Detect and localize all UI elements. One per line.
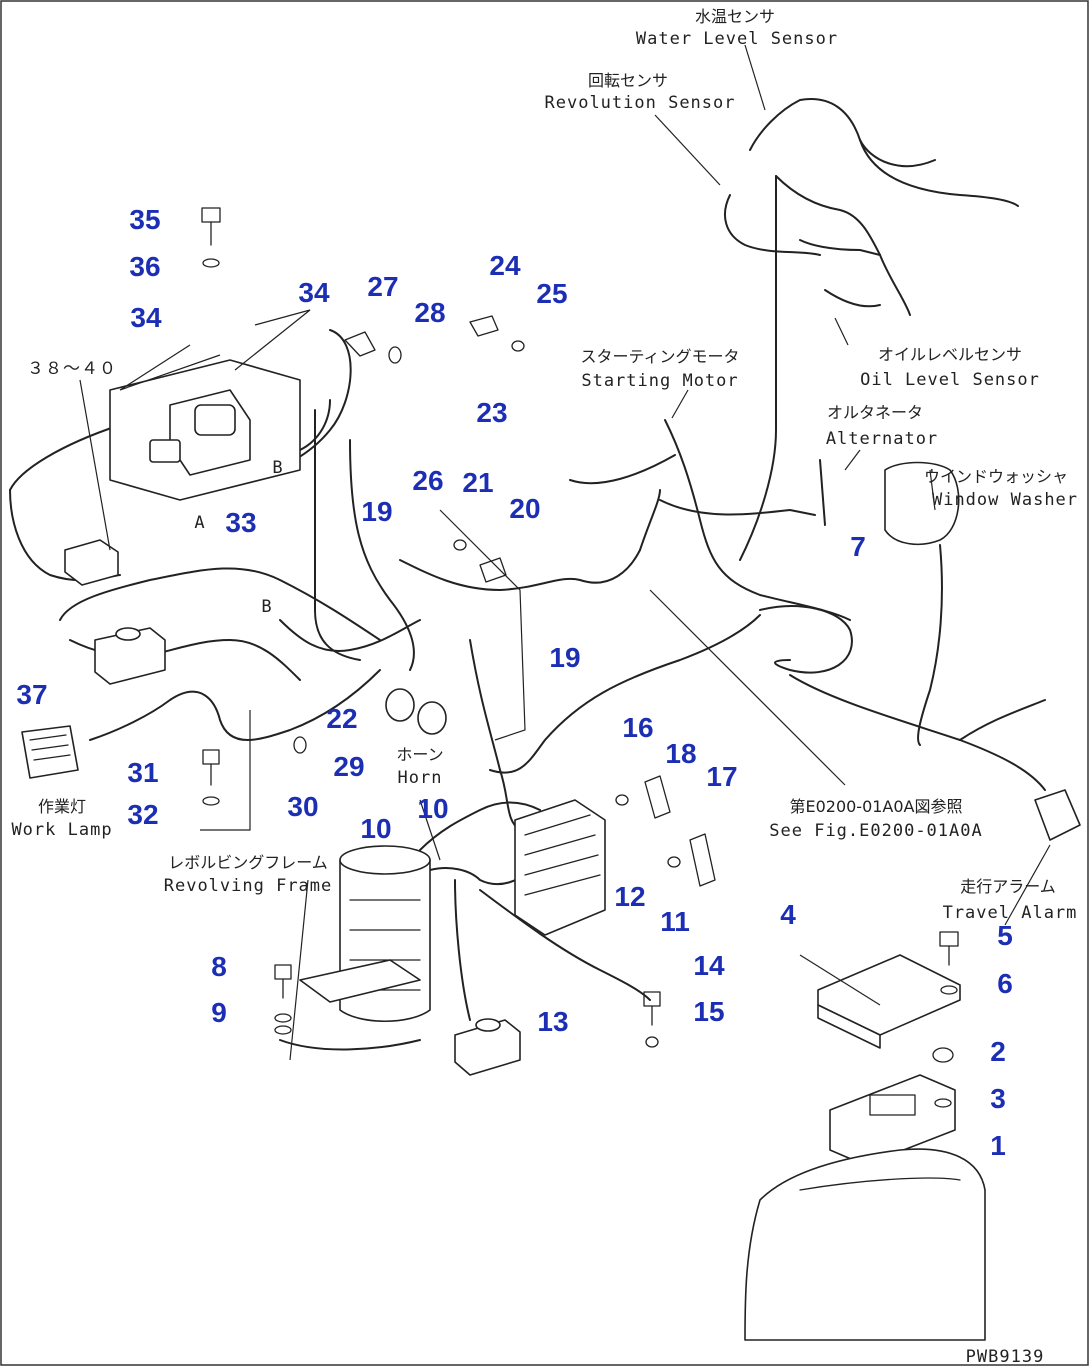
- see-fig-label: See Fig.E0200-01A0A: [769, 821, 982, 841]
- callout-19-upper: 19: [361, 496, 392, 527]
- revolution-sensor-jp: 回転センサ: [588, 71, 668, 90]
- callout-25: 25: [536, 278, 567, 309]
- callout-21: 21: [462, 467, 493, 498]
- components: [21, 207, 1081, 1341]
- travel-alarm-jp: 走行アラーム: [960, 877, 1056, 896]
- alternator-label: Alternator: [826, 429, 938, 449]
- callout-7: 7: [850, 531, 866, 562]
- callout-16: 16: [622, 712, 653, 743]
- callout-4: 4: [780, 899, 796, 930]
- callout-31: 31: [127, 757, 158, 788]
- callout-34-top: 34: [298, 277, 330, 308]
- annotation-labels: 水温センサ Water Level Sensor 回転センサ Revolutio…: [11, 7, 1078, 1367]
- callout-15: 15: [693, 996, 724, 1027]
- window-washer-label: Window Washer: [932, 490, 1078, 510]
- callout-3: 3: [990, 1083, 1006, 1114]
- callout-24: 24: [489, 250, 521, 281]
- callout-12: 12: [614, 881, 645, 912]
- water-level-sensor-label: Water Level Sensor: [636, 29, 838, 49]
- leader-lines: [79, 44, 1051, 1061]
- drawing-code: PWB9139: [966, 1347, 1045, 1367]
- revolving-frame-label: Revolving Frame: [164, 876, 333, 896]
- relay-block: [64, 539, 119, 586]
- window-washer-jp: ウインドウォッシャ: [924, 467, 1068, 486]
- valve-block: [514, 799, 606, 936]
- callout-1: 1: [990, 1130, 1006, 1161]
- callout-5: 5: [997, 920, 1013, 951]
- callout-34-left: 34: [130, 302, 162, 333]
- callout-37: 37: [16, 679, 47, 710]
- solenoid-block-left: [94, 627, 166, 685]
- callout-33: 33: [225, 507, 256, 538]
- oil-level-sensor-label: Oil Level Sensor: [860, 370, 1040, 390]
- callout-11: 11: [660, 906, 690, 937]
- connector-a: A: [194, 513, 205, 533]
- solenoid-block-lower: [454, 1019, 521, 1076]
- callout-17: 17: [706, 761, 737, 792]
- callout-28: 28: [414, 297, 445, 328]
- connector-b-upper: B: [272, 458, 283, 478]
- travel-alarm: [1034, 789, 1081, 841]
- see-fig-jp: 第E0200-01A0A図参照: [789, 797, 962, 816]
- callout-14: 14: [693, 950, 725, 981]
- callout-10-lower: 10: [360, 813, 391, 844]
- callout-35: 35: [129, 204, 160, 235]
- starting-motor-jp: スターティングモータ: [580, 347, 739, 366]
- water-level-sensor-jp: 水温センサ: [695, 7, 775, 26]
- connector-b-lower: B: [261, 597, 272, 617]
- callout-20: 20: [509, 493, 540, 524]
- work-lamp: [21, 725, 79, 779]
- callout-32: 32: [127, 799, 158, 830]
- cab-outline: [744, 1148, 986, 1341]
- callout-23: 23: [476, 397, 507, 428]
- starting-motor-label: Starting Motor: [581, 371, 738, 391]
- callout-29: 29: [333, 751, 364, 782]
- callout-30: 30: [287, 791, 318, 822]
- horn-left: [385, 688, 415, 722]
- horn-jp: ホーン: [396, 745, 443, 764]
- window-washer-tank: [884, 461, 960, 546]
- work-lamp-label: Work Lamp: [11, 820, 112, 840]
- callout-22: 22: [326, 703, 357, 734]
- revolving-frame-jp: レボルビングフレーム: [168, 853, 328, 872]
- callout-10-upper: 10: [417, 793, 448, 824]
- horn-label: Horn: [398, 768, 443, 788]
- travel-alarm-label: Travel Alarm: [943, 903, 1078, 923]
- range-label: ３８～４０: [27, 359, 117, 379]
- work-lamp-jp: 作業灯: [38, 797, 86, 816]
- callout-13: 13: [537, 1006, 568, 1037]
- oil-level-sensor-jp: オイルレベルセンサ: [878, 345, 1022, 364]
- callout-8: 8: [211, 951, 227, 982]
- callout-numbers: 35 36 34 34 27 28 24 25 23 26 21 20 19 1…: [16, 204, 1012, 1161]
- alternator-jp: オルタネータ: [827, 403, 923, 422]
- callout-2: 2: [990, 1036, 1006, 1067]
- callout-26: 26: [412, 465, 443, 496]
- callout-27: 27: [367, 271, 398, 302]
- callout-6: 6: [997, 968, 1013, 999]
- callout-18: 18: [665, 738, 696, 769]
- monitor-panel: [829, 1074, 956, 1166]
- horn-right: [417, 701, 447, 735]
- callout-36: 36: [129, 251, 160, 282]
- callout-19-lower: 19: [549, 642, 580, 673]
- callout-9: 9: [211, 997, 227, 1028]
- revolution-sensor-label: Revolution Sensor: [545, 93, 736, 113]
